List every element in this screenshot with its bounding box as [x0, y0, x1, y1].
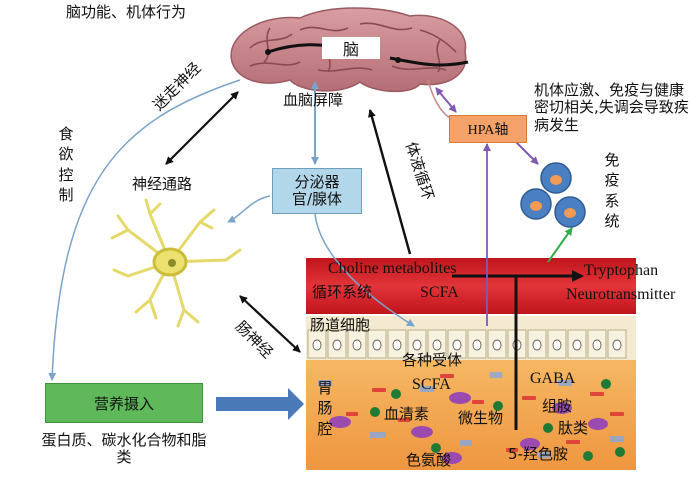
brain-hpa-arrow: [435, 87, 457, 113]
intestinal-epithelium: [306, 316, 636, 360]
serum-label: 血清素: [384, 405, 430, 423]
enteric-nerve-arrow: [239, 295, 301, 353]
receptors-label: 各种受体: [402, 351, 463, 369]
brain-label: 脑: [322, 37, 380, 59]
gaba-label: GABA: [530, 370, 576, 387]
choline-label: Choline metabolites: [328, 260, 457, 277]
humoral-arrow: [368, 109, 412, 255]
intestinal-cells-label: 肠道细胞: [310, 316, 371, 334]
serotonin-label: 5-羟色胺: [508, 445, 568, 463]
endocrine-organ-box: 分泌器官/腺体: [272, 168, 362, 214]
circulation-label: 循环系统: [312, 283, 373, 301]
neurotransmitter-label: Neurotransmitter: [566, 286, 676, 303]
endocrine-gut-arrow: [314, 213, 415, 327]
tryptophan-label: Tryptophan: [584, 262, 659, 279]
neuron-illustration: [110, 198, 242, 328]
stress-immune-note: 机体应激、免疫与健康密切相关,失调会导致疾病发生: [534, 81, 689, 134]
immune-cells: [520, 162, 586, 228]
scfa-gut-label: SCFA: [412, 376, 451, 393]
nutrition-intake-box: 营养摄入: [45, 383, 203, 423]
neural-pathway-label: 神经通路: [132, 175, 193, 193]
scfa-circulation-label: SCFA: [420, 284, 459, 301]
gut-lumen: [306, 358, 636, 470]
brain-function-label: 脑功能、机体行为: [66, 3, 187, 21]
microbes-label: 微生物: [458, 409, 504, 427]
appetite-control-label: 食欲控制: [58, 125, 74, 204]
immune-system-label: 免疫系统: [604, 151, 620, 230]
hpa-axis-box: HPA轴: [449, 115, 527, 143]
appetite-arrow: [48, 79, 241, 381]
gut-immune-arrow: [547, 227, 573, 263]
brain-illustration: [230, 7, 469, 119]
tryptophan-cn-label: 色氨酸: [406, 451, 452, 469]
vagus-arrow: [165, 91, 239, 165]
endocrine-label: 分泌器官/腺体: [291, 172, 343, 208]
gi-tract-label: 胃肠腔: [317, 379, 333, 438]
histamine-label: 组胺: [542, 397, 573, 415]
peptides-label: 肽类: [558, 419, 589, 437]
nutrients-label: 蛋白质、碳水化合物和脂类: [41, 431, 207, 467]
blood-brain-barrier-label: 血脑屏障: [283, 91, 344, 109]
endocrine-neuron-arrow: [227, 195, 271, 223]
